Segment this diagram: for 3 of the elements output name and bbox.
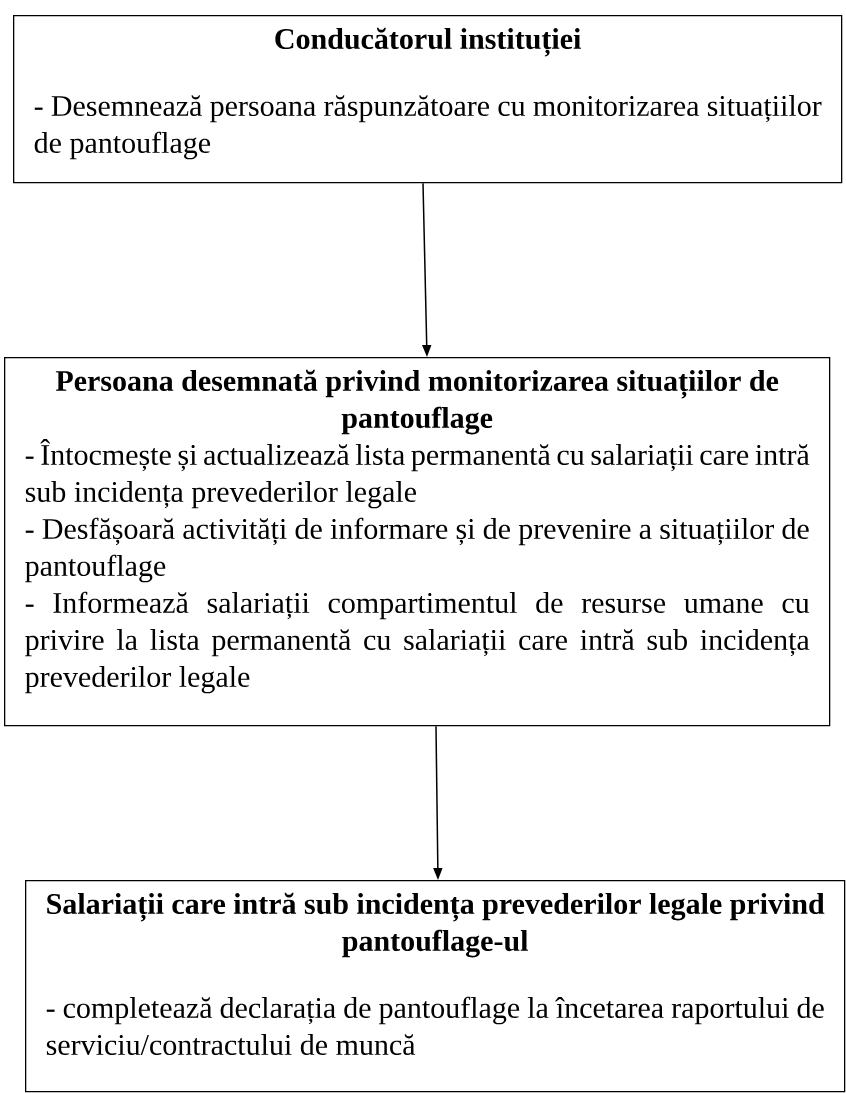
text-box: Conducătorul instituției - Desemnează persoana răspunzătoare cu monitorizarea situațiilor de pantouflage: [13, 15, 843, 184]
text-box: Salariații care intră sub incidența prevederilor legale privind pantouflage-ul - completează declarația de pantouflage la încetarea raportului de serviciu/contractului de muncă: [25, 880, 846, 1093]
text-box: Persoana desemnată privind monitorizarea situațiilor de pantouflage - Întocmește și actualizează lista permanentă cu salariații care intră sub incidența prevederilor legale - Desfășoară activități de informare și de prevenire a situațiilor de pantouflage - Informează salariații compartimentul de resurse umane cu privire la lista permanentă cu salariații care intră sub incidența prevederilor legale: [4, 357, 831, 727]
